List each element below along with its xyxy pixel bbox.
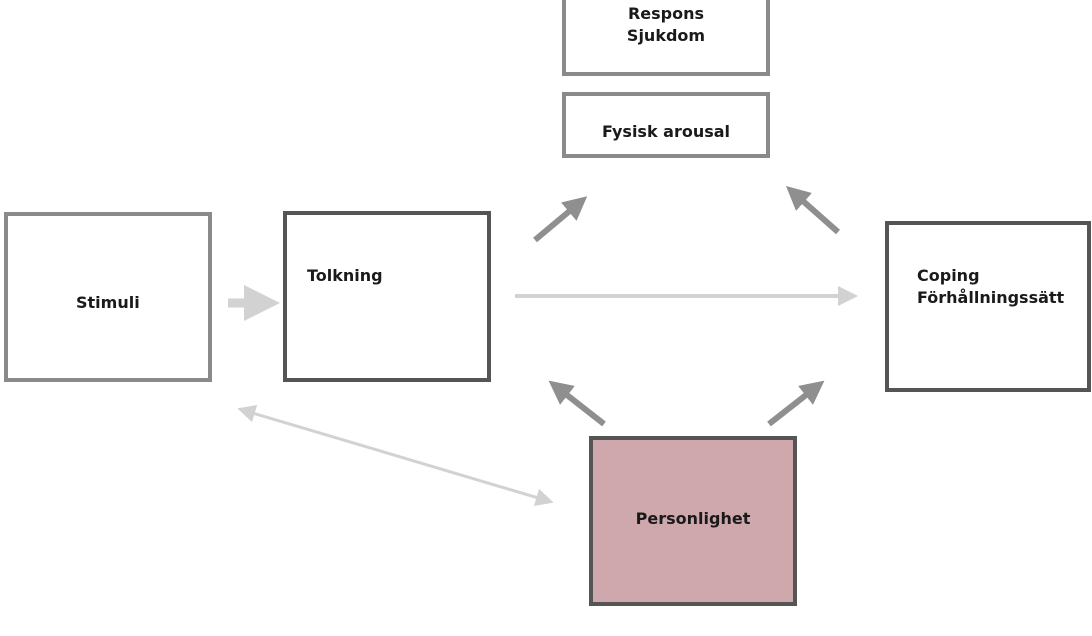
box-coping-label: Coping Förhållningssätt (917, 265, 1064, 309)
box-stimuli: Stimuli (4, 212, 212, 382)
arrow-coping-to-fysisk (786, 186, 840, 235)
arrow-stimuli-personlighet-bidirectional (237, 404, 554, 507)
box-fysisk-label: Fysisk arousal (601, 122, 731, 141)
box-tolkning-label: Tolkning (307, 266, 383, 285)
box-coping-line-2: Förhållningssätt (917, 288, 1065, 307)
box-coping: Coping Förhållningssätt (885, 221, 1091, 392)
arrow-tolkning-to-fysisk (533, 196, 588, 243)
box-respons-line-2: Sjukdom (626, 26, 706, 45)
arrow-personlighet-to-tolkning (548, 380, 606, 427)
box-coping-line-1: Coping (917, 266, 980, 285)
box-personlighet: Personlighet (589, 436, 797, 606)
arrow-personlighet-to-coping (767, 380, 825, 427)
box-personlighet-label: Personlighet (635, 509, 751, 528)
box-respons-line-1: Respons (627, 4, 705, 23)
box-respons-label: Respons Sjukdom (566, 3, 766, 47)
box-tolkning: Tolkning (283, 211, 491, 382)
box-fysisk-arousal: Fysisk arousal (562, 92, 770, 158)
box-stimuli-label: Stimuli (76, 293, 140, 312)
box-respons-sjukdom: Respons Sjukdom (562, 0, 770, 76)
